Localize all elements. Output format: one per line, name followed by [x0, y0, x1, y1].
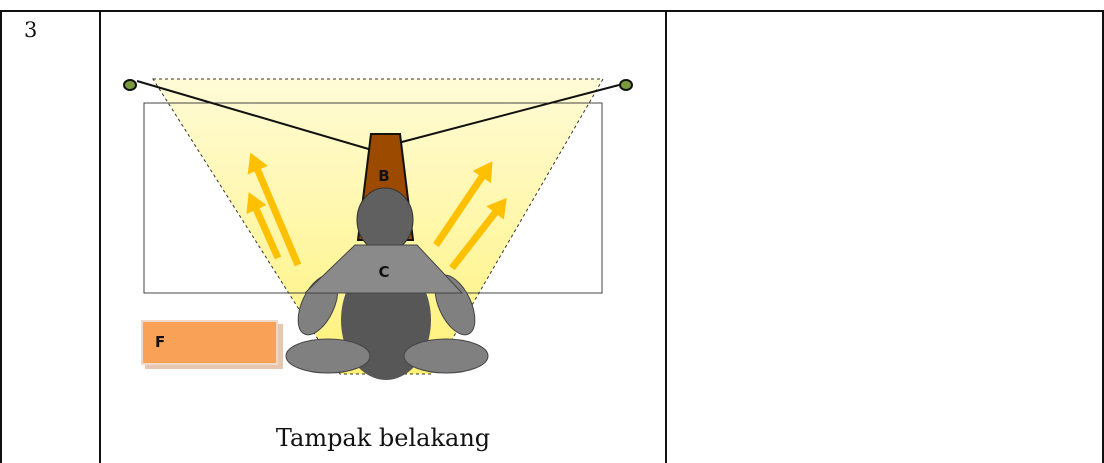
- box-f: [141, 320, 278, 365]
- lamp-dot-icon: [123, 79, 137, 91]
- person-foot-right: [403, 338, 489, 374]
- person-foot-left: [285, 338, 371, 374]
- lamp-dot-icon: [619, 79, 633, 91]
- label-c: C: [378, 263, 389, 281]
- arrow-icon: [246, 192, 282, 260]
- arrow-icon: [433, 161, 493, 247]
- row-number: 3: [24, 18, 38, 42]
- arrow-icon: [449, 197, 507, 271]
- label-b: B: [378, 167, 389, 185]
- table-c: [303, 244, 464, 294]
- arrow-icon: [247, 152, 302, 267]
- diagram-caption: Tampak belakang: [275, 424, 491, 452]
- label-f: F: [155, 333, 165, 351]
- lamp-wire-left: [136, 80, 373, 151]
- lamp-wire-right: [397, 84, 620, 144]
- light-arrows: [246, 152, 507, 271]
- person-head: [356, 187, 414, 253]
